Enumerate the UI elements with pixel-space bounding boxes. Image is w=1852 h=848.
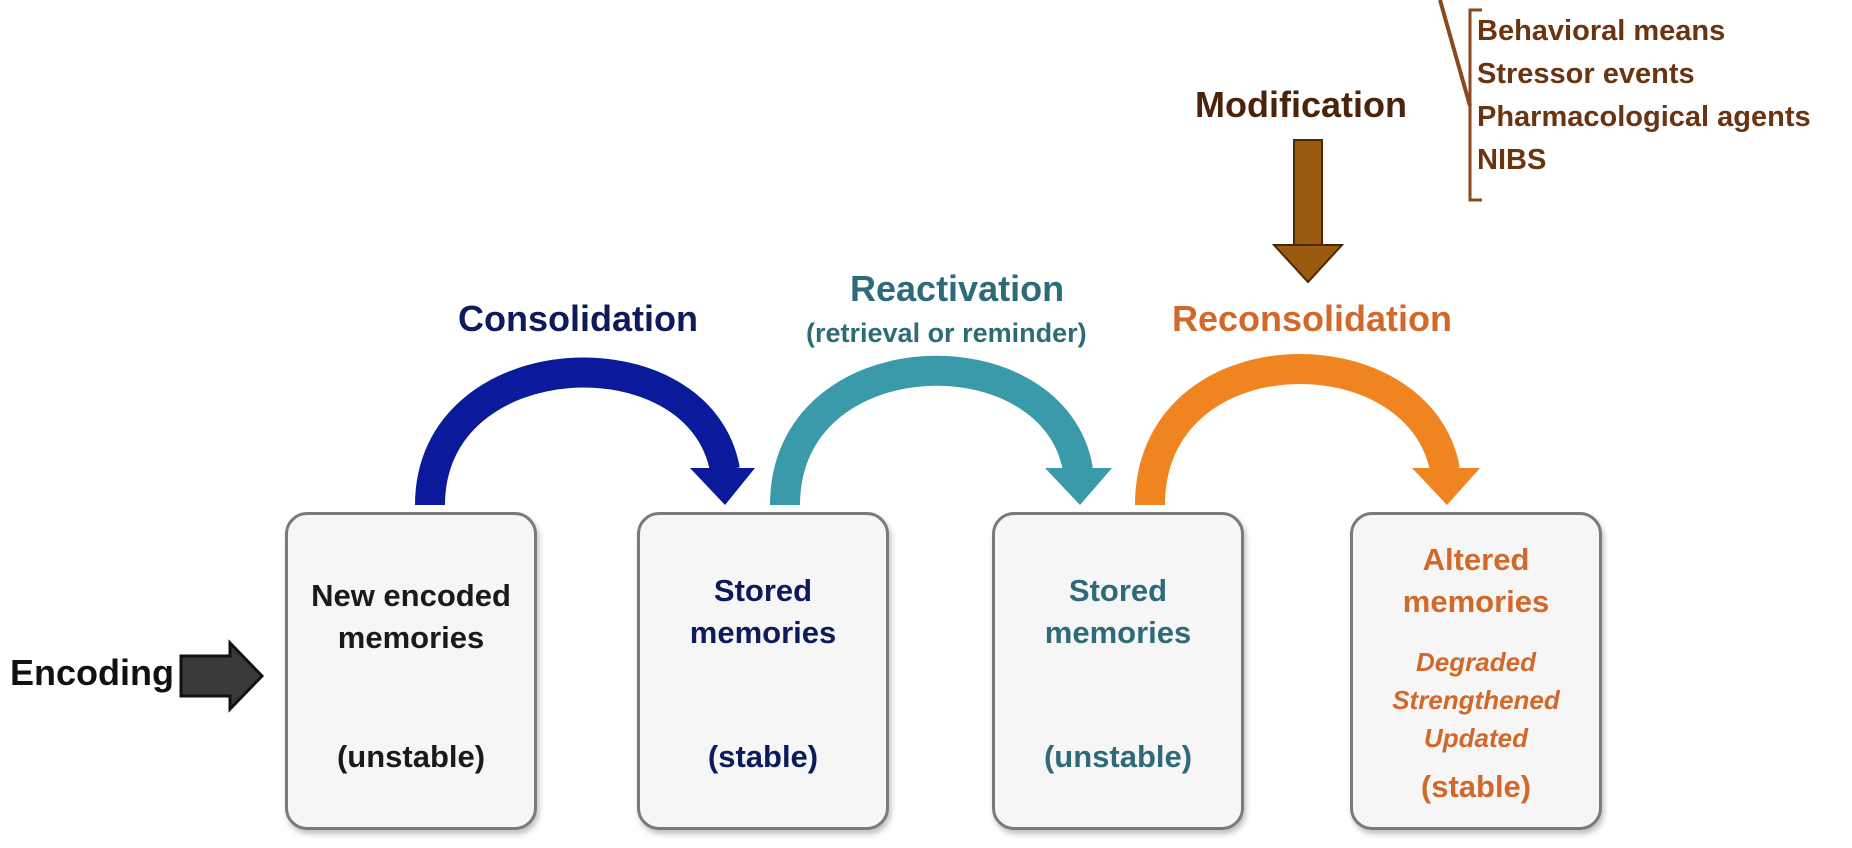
memory-box-altered: Altered memories Degraded Strengthened U… <box>1350 512 1602 830</box>
reactivation-label: Reactivation <box>850 268 1065 309</box>
modification-bracket <box>1438 0 1482 202</box>
reconsolidation-arrow <box>1135 354 1480 506</box>
modification-item: Stressor events <box>1477 58 1695 90</box>
memory-box-new-encoded: New encoded memories (unstable) <box>285 512 537 830</box>
box-title-line: Stored <box>1068 573 1168 608</box>
reactivation-arrow <box>770 355 1112 506</box>
box-outcomes: Degraded Strengthened Updated <box>1353 643 1599 757</box>
memory-box-stored-unstable: Stored memories (unstable) <box>992 512 1244 830</box>
modification-item: Behavioral means <box>1477 15 1726 47</box>
box-outcome: Strengthened <box>1392 685 1560 715</box>
modification-list: Behavioral means Stressor events Pharmac… <box>1477 10 1811 182</box>
box-title-line: memories <box>337 620 485 655</box>
box-outcome: Degraded <box>1416 647 1536 677</box>
consolidation-arrow <box>415 357 755 506</box>
box-title-line: memories <box>1402 584 1550 619</box>
box-state: (unstable) <box>1043 739 1193 774</box>
box-state: (unstable) <box>336 739 486 774</box>
modification-label: Modification <box>1195 84 1407 125</box>
memory-box-stored-stable: Stored memories (stable) <box>637 512 889 830</box>
box-state: (stable) <box>1420 769 1532 804</box>
reconsolidation-label: Reconsolidation <box>1172 298 1453 339</box>
box-title-line: Stored <box>713 573 813 608</box>
box-title-line: memories <box>689 615 837 650</box>
box-outcome: Updated <box>1424 723 1528 753</box>
reactivation-sublabel: (retrieval or reminder) <box>806 318 1087 348</box>
encoding-label: Encoding <box>10 652 174 693</box>
consolidation-label: Consolidation <box>458 298 698 339</box>
modification-arrow <box>1271 139 1345 284</box>
modification-item: NIBS <box>1477 144 1547 176</box>
encoding-arrow <box>179 639 265 713</box>
modification-item: Pharmacological agents <box>1477 101 1811 133</box>
box-title-line: New encoded <box>311 578 511 613</box>
box-title-line: Altered <box>1422 542 1530 577</box>
box-state: (stable) <box>707 739 819 774</box>
box-title-line: memories <box>1044 615 1192 650</box>
